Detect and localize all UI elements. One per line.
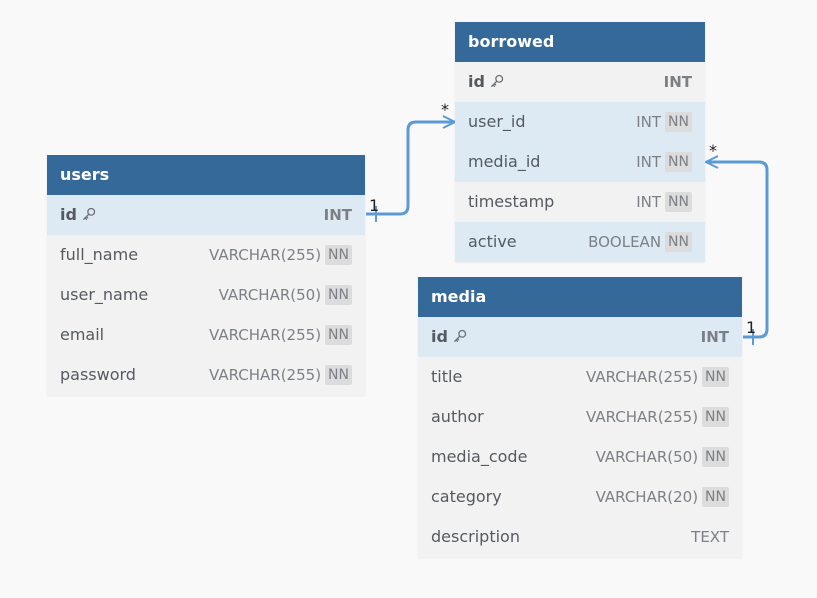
column-row-users-2[interactable]: user_name VARCHAR(50)NN bbox=[47, 275, 365, 315]
not-null-badge: NN bbox=[702, 487, 729, 507]
column-name-text: id bbox=[468, 72, 485, 91]
column-row-media-3[interactable]: media_code VARCHAR(50)NN bbox=[418, 437, 742, 477]
column-name: full_name bbox=[60, 235, 209, 275]
column-row-media-1[interactable]: title VARCHAR(255)NN bbox=[418, 357, 742, 397]
column-type: VARCHAR(255) bbox=[209, 246, 322, 264]
column-name: active bbox=[468, 222, 588, 262]
column-row-media-4[interactable]: category VARCHAR(20)NN bbox=[418, 477, 742, 517]
column-type: VARCHAR(20) bbox=[595, 488, 699, 506]
column-row-users-0[interactable]: id INT bbox=[47, 195, 365, 235]
not-null-badge: NN bbox=[325, 285, 352, 305]
cardinality-borrowed-many-user: * bbox=[441, 100, 449, 119]
column-name-text: media_code bbox=[431, 447, 528, 466]
column-name-text: full_name bbox=[60, 245, 139, 264]
table-header-users[interactable]: users bbox=[47, 155, 365, 195]
column-row-users-3[interactable]: email VARCHAR(255)NN bbox=[47, 315, 365, 355]
column-name: title bbox=[431, 357, 586, 397]
column-name-text: id bbox=[60, 205, 77, 224]
not-null-badge: NN bbox=[702, 407, 729, 427]
column-type: VARCHAR(50) bbox=[595, 448, 699, 466]
column-row-media-5[interactable]: description TEXT bbox=[418, 517, 742, 557]
cardinality-borrowed-many-media: * bbox=[709, 141, 717, 160]
column-type: INT bbox=[323, 206, 352, 224]
column-name-text: password bbox=[60, 365, 136, 384]
column-name: email bbox=[60, 315, 209, 355]
column-type: INT bbox=[700, 328, 729, 346]
column-name: author bbox=[431, 397, 586, 437]
not-null-badge: NN bbox=[702, 447, 729, 467]
column-name-text: email bbox=[60, 325, 105, 344]
column-type: VARCHAR(255) bbox=[209, 326, 322, 344]
column-name: media_id bbox=[468, 142, 636, 182]
column-name: id bbox=[431, 317, 701, 357]
column-type: INT bbox=[636, 113, 662, 131]
column-name-text: user_name bbox=[60, 285, 149, 304]
column-type: VARCHAR(255) bbox=[586, 408, 699, 426]
column-name: category bbox=[431, 477, 596, 517]
table-header-media[interactable]: media bbox=[418, 277, 742, 317]
table-header-borrowed[interactable]: borrowed bbox=[455, 22, 705, 62]
not-null-badge: NN bbox=[665, 152, 692, 172]
column-name-text: author bbox=[431, 407, 484, 426]
column-row-media-0[interactable]: id INT bbox=[418, 317, 742, 357]
key-icon bbox=[491, 74, 504, 87]
not-null-badge: NN bbox=[325, 245, 352, 265]
column-name: user_name bbox=[60, 275, 219, 315]
not-null-badge: NN bbox=[325, 325, 352, 345]
column-type: VARCHAR(255) bbox=[586, 368, 699, 386]
column-type: VARCHAR(50) bbox=[218, 286, 322, 304]
column-name-text: category bbox=[431, 487, 502, 506]
not-null-badge: NN bbox=[665, 192, 692, 212]
not-null-badge: NN bbox=[665, 232, 692, 252]
column-name: media_code bbox=[431, 437, 596, 477]
column-name: id bbox=[60, 195, 324, 235]
key-icon bbox=[83, 207, 96, 220]
not-null-badge: NN bbox=[702, 367, 729, 387]
column-name: id bbox=[468, 62, 664, 102]
column-type: VARCHAR(255) bbox=[209, 366, 322, 384]
column-name-text: title bbox=[431, 367, 463, 386]
column-name-text: user_id bbox=[468, 112, 526, 131]
cardinality-media-one: 1 bbox=[746, 318, 757, 337]
column-row-borrowed-0[interactable]: id INT bbox=[455, 62, 705, 102]
column-type: INT bbox=[636, 193, 662, 211]
key-icon bbox=[454, 329, 467, 342]
column-name-text: timestamp bbox=[468, 192, 555, 211]
column-type: TEXT bbox=[691, 528, 729, 546]
column-type: BOOLEAN bbox=[588, 233, 662, 251]
cardinality-users-one: 1 bbox=[369, 196, 380, 215]
column-name: timestamp bbox=[468, 182, 636, 222]
not-null-badge: NN bbox=[665, 112, 692, 132]
column-name: description bbox=[431, 517, 691, 557]
column-name: password bbox=[60, 355, 209, 395]
column-type: INT bbox=[663, 73, 692, 91]
column-name: user_id bbox=[468, 102, 636, 142]
relation-users-borrowed[interactable] bbox=[366, 120, 455, 216]
column-name-text: active bbox=[468, 232, 517, 251]
column-row-users-4[interactable]: password VARCHAR(255)NN bbox=[47, 355, 365, 395]
not-null-badge: NN bbox=[325, 365, 352, 385]
column-row-media-2[interactable]: author VARCHAR(255)NN bbox=[418, 397, 742, 437]
column-row-users-1[interactable]: full_name VARCHAR(255)NN bbox=[47, 235, 365, 275]
column-name-text: id bbox=[431, 327, 448, 346]
column-name-text: description bbox=[431, 527, 520, 546]
column-type: INT bbox=[636, 153, 662, 171]
column-name-text: media_id bbox=[468, 152, 541, 171]
